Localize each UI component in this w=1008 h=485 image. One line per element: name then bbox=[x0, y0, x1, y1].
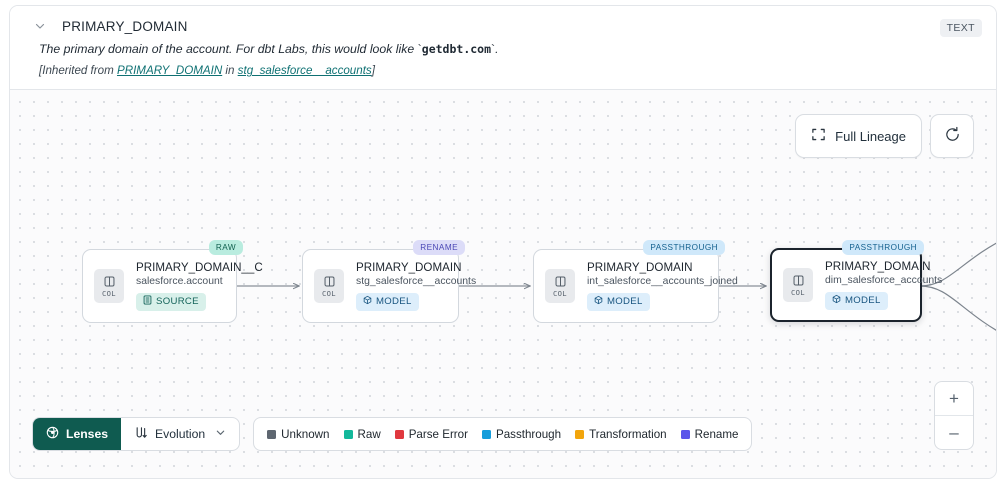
column-icon-label: COL bbox=[322, 288, 336, 298]
legend-label: Parse Error bbox=[408, 427, 468, 441]
database-icon bbox=[143, 295, 152, 308]
zoom-in-button[interactable]: + bbox=[935, 382, 973, 416]
legend-item-parse-error[interactable]: Parse Error bbox=[394, 427, 468, 441]
legend-swatch bbox=[394, 429, 404, 439]
column-icon: COL bbox=[545, 269, 575, 303]
legend-swatch bbox=[267, 429, 277, 439]
node-type-tag-label: MODEL bbox=[376, 296, 412, 308]
evolution-label: Evolution bbox=[155, 427, 206, 441]
node-title: PRIMARY_DOMAIN bbox=[587, 261, 693, 275]
lens-icon bbox=[46, 426, 59, 442]
node-title: PRIMARY_DOMAIN bbox=[356, 261, 462, 275]
node-subtitle: stg_salesforce__accounts bbox=[356, 276, 477, 288]
canvas-bottom-bar: Lenses Evolution bbox=[32, 417, 753, 451]
node-type-tag: SOURCE bbox=[136, 292, 206, 311]
lineage-edges bbox=[237, 242, 996, 331]
node-body: PRIMARY_DOMAIN stg_salesforce__accounts … bbox=[344, 261, 476, 311]
canvas-toolbar: Full Lineage bbox=[795, 114, 974, 158]
cube-icon bbox=[594, 295, 603, 308]
node-type-tag-label: SOURCE bbox=[156, 296, 199, 308]
panel-header: PRIMARY_DOMAIN TEXT The primary domain o… bbox=[10, 6, 996, 90]
lineage-legend: Unknown Raw Parse Error Passthrough bbox=[253, 417, 753, 451]
chevron-down-icon[interactable] bbox=[32, 18, 48, 34]
node-tag-row: MODEL bbox=[587, 292, 738, 311]
panel-frame: PRIMARY_DOMAIN TEXT The primary domain o… bbox=[9, 5, 997, 479]
node-title: PRIMARY_DOMAIN bbox=[825, 260, 931, 274]
chevron-down-icon bbox=[215, 427, 226, 441]
inherited-model-link[interactable]: stg_salesforce__accounts bbox=[237, 64, 372, 78]
inherited-prefix: [Inherited from bbox=[39, 64, 117, 78]
column-icon-label: COL bbox=[791, 287, 805, 297]
legend-item-passthrough[interactable]: Passthrough bbox=[481, 427, 562, 441]
column-icon: COL bbox=[314, 269, 344, 303]
lenses-button[interactable]: Lenses bbox=[33, 418, 122, 450]
column-icon: COL bbox=[783, 268, 813, 302]
node-type-tag: MODEL bbox=[587, 292, 650, 311]
node-body: PRIMARY_DOMAIN dim_salesforce_accounts M… bbox=[813, 260, 942, 310]
column-icon-label: COL bbox=[553, 288, 567, 298]
node-kind-badge: PASSTHROUGH bbox=[643, 240, 725, 255]
inherited-suffix: ] bbox=[371, 64, 375, 78]
header-row: PRIMARY_DOMAIN bbox=[10, 6, 996, 34]
full-lineage-label: Full Lineage bbox=[835, 128, 906, 144]
cube-icon bbox=[832, 294, 841, 307]
zoom-controls: + – bbox=[934, 381, 974, 450]
node-type-tag-label: MODEL bbox=[607, 296, 643, 308]
inherited-from-line: [Inherited from PRIMARY_DOMAIN in stg_sa… bbox=[10, 57, 996, 77]
node-tag-row: SOURCE bbox=[136, 292, 263, 311]
legend-label: Raw bbox=[357, 427, 381, 441]
column-icon-label: COL bbox=[102, 288, 116, 298]
lineage-node-selected[interactable]: PASSTHROUGH COL PRIMARY_DOMAIN dim_sales… bbox=[770, 240, 942, 322]
cube-icon bbox=[363, 295, 372, 308]
legend-label: Transformation bbox=[589, 427, 667, 441]
legend-label: Unknown bbox=[281, 427, 330, 441]
node-kind-badge: RAW bbox=[208, 240, 243, 255]
refresh-icon bbox=[944, 126, 961, 146]
node-type-tag: MODEL bbox=[825, 291, 888, 310]
legend-label: Rename bbox=[694, 427, 739, 441]
node-body: PRIMARY_DOMAIN__C salesforce.account bbox=[124, 261, 263, 311]
legend-swatch bbox=[481, 429, 491, 439]
page-title: PRIMARY_DOMAIN bbox=[62, 18, 188, 34]
lineage-node[interactable]: PASSTHROUGH COL PRIMARY_DOMAIN int_sales… bbox=[533, 240, 738, 323]
node-type-tag-label: MODEL bbox=[845, 295, 881, 307]
evolution-dropdown[interactable]: Evolution bbox=[121, 418, 239, 450]
zoom-out-button[interactable]: – bbox=[949, 422, 959, 442]
legend-item-raw[interactable]: Raw bbox=[343, 427, 381, 441]
legend-item-rename[interactable]: Rename bbox=[680, 427, 739, 441]
node-title: PRIMARY_DOMAIN__C bbox=[136, 261, 263, 275]
node-subtitle: dim_salesforce_accounts bbox=[825, 275, 943, 287]
lenses-evolution-control: Lenses Evolution bbox=[32, 417, 241, 451]
column-description: The primary domain of the account. For d… bbox=[39, 42, 499, 56]
description-text: The primary domain of the account. For d… bbox=[39, 42, 418, 56]
node-type-tag: MODEL bbox=[356, 292, 419, 311]
lenses-label: Lenses bbox=[66, 427, 109, 441]
evolution-icon bbox=[134, 426, 148, 443]
lineage-node[interactable]: RAW COL PRIMARY_DOMAIN__C salesforce.acc… bbox=[82, 240, 263, 323]
type-badge: TEXT bbox=[939, 19, 982, 37]
node-body: PRIMARY_DOMAIN int_salesforce__accounts_… bbox=[575, 261, 738, 311]
description-suffix: . bbox=[495, 42, 499, 56]
node-subtitle: int_salesforce__accounts_joined bbox=[587, 276, 738, 288]
legend-item-unknown[interactable]: Unknown bbox=[267, 427, 330, 441]
description-code: getdbt.com bbox=[421, 42, 492, 56]
legend-swatch bbox=[575, 429, 585, 439]
lineage-node[interactable]: RENAME COL PRIMARY_DOMAIN stg_salesforce… bbox=[302, 240, 476, 323]
legend-swatch bbox=[343, 429, 353, 439]
node-kind-badge: RENAME bbox=[413, 240, 465, 255]
node-subtitle: salesforce.account bbox=[136, 276, 223, 288]
refresh-button[interactable] bbox=[930, 114, 974, 158]
expand-icon bbox=[811, 127, 826, 145]
legend-swatch bbox=[680, 429, 690, 439]
inherited-middle: in bbox=[222, 64, 238, 78]
node-tag-row: MODEL bbox=[356, 292, 476, 311]
lineage-canvas[interactable]: Full Lineage RAW bbox=[10, 90, 996, 478]
node-tag-row: MODEL bbox=[825, 291, 942, 310]
legend-label: Passthrough bbox=[495, 427, 562, 441]
column-icon: COL bbox=[94, 269, 124, 303]
legend-item-transformation[interactable]: Transformation bbox=[575, 428, 667, 441]
inherited-column-link[interactable]: PRIMARY_DOMAIN bbox=[116, 64, 223, 78]
full-lineage-button[interactable]: Full Lineage bbox=[795, 114, 922, 158]
node-kind-badge: PASSTHROUGH bbox=[842, 240, 924, 255]
